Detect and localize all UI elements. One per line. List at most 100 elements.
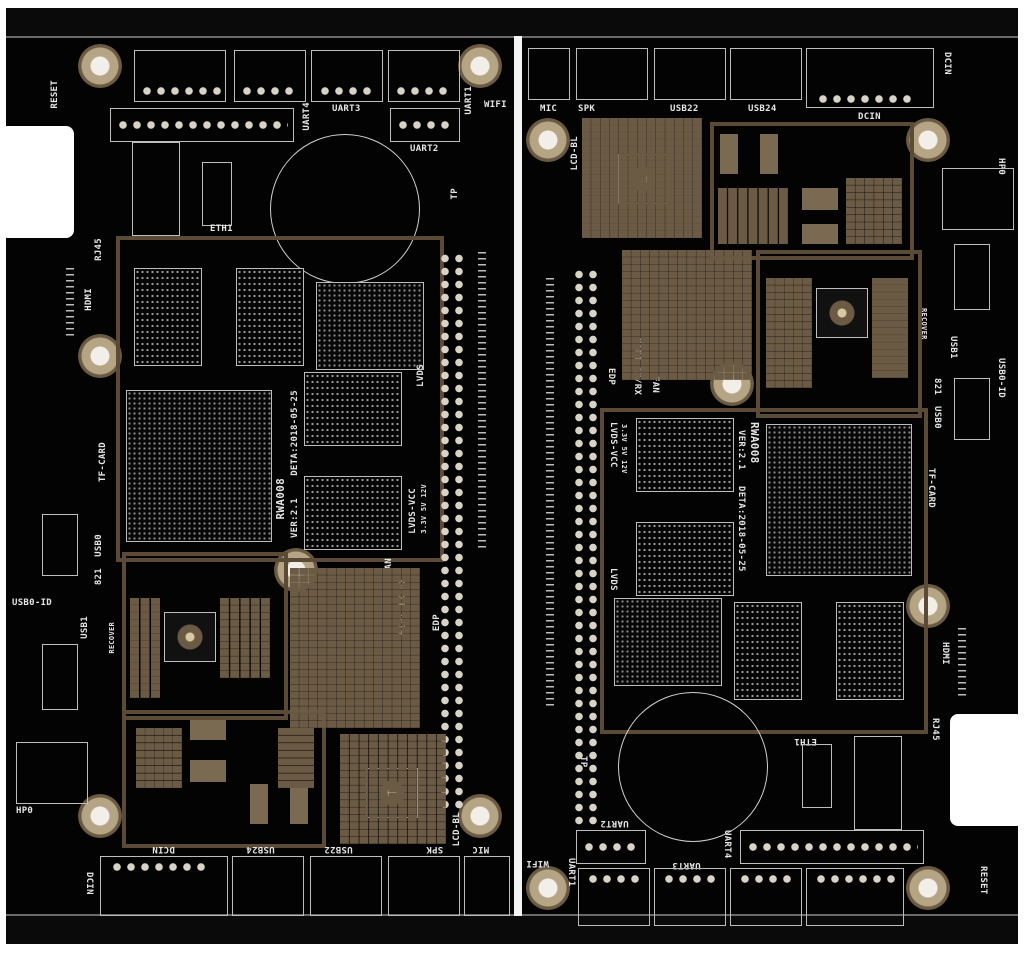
usb24-connector [730, 48, 802, 100]
label-uart1: UART1 [464, 86, 474, 115]
hp0-jack [16, 742, 88, 804]
label-lvds-voltage: 3.3V 5V 12V [420, 484, 428, 534]
inductor [190, 720, 226, 740]
lvds-header-pins [574, 268, 584, 828]
label-hp0: HP0 [16, 806, 34, 816]
label-dcin: DCIN [858, 112, 881, 122]
label-wifi: WIFI [484, 100, 507, 110]
label-dcin-side: DCIN [942, 52, 952, 75]
header-pins [586, 874, 642, 884]
label-821: 821 [932, 378, 942, 396]
mounting-hole [526, 118, 570, 162]
hp0-jack [942, 168, 1014, 230]
uart-connector [234, 50, 306, 102]
mounting-hole [78, 334, 122, 378]
label-usb24: USB24 [748, 104, 777, 114]
dram-chip [636, 522, 734, 596]
panel-rail-bottom [6, 914, 1018, 944]
uart3-connector [311, 50, 383, 102]
label-mic: MIC [540, 104, 558, 114]
label-uart4: UART4 [722, 830, 732, 859]
dcin-connector [100, 856, 228, 916]
gpio-header [740, 830, 924, 864]
label-lvds-vcc: LVDS-VCC [608, 422, 618, 468]
board-cutout [950, 714, 1024, 826]
label-usb0: USB0 [94, 534, 104, 557]
mounting-hole [78, 44, 122, 88]
uart3-connector [654, 868, 726, 926]
label-recover: RECOVER [920, 308, 928, 340]
label-reset: RESET [978, 866, 988, 895]
board-version: VER:2.1 [290, 498, 300, 539]
gpio-header [110, 108, 294, 142]
mounting-hole [458, 794, 502, 838]
lvds-fpc [546, 278, 554, 708]
label-spk: SPK [578, 104, 596, 114]
uart2-connector [576, 830, 646, 864]
label-usb0: USB0 [932, 406, 942, 429]
usb1-connector [954, 244, 990, 310]
label-mic: MIC [472, 844, 490, 854]
mic-connector [464, 856, 510, 916]
label-dcin-side: DCIN [84, 872, 94, 895]
dram-chip [134, 268, 202, 366]
label-spk: SPK [426, 844, 444, 854]
pcb-panel: RESET UART4 UART3 UART2 UART1 WIFI TP ET… [0, 8, 1024, 944]
inductor [802, 224, 838, 244]
label-usb0-id: USB0-ID [996, 358, 1006, 399]
header-pins [140, 86, 224, 96]
mounting-hole [78, 794, 122, 838]
inductor [190, 760, 226, 782]
header-pins [110, 862, 210, 872]
dram-chip [836, 602, 904, 700]
label-rj45: RJ45 [930, 718, 940, 741]
usb22-connector [310, 856, 382, 916]
emmc-chip [316, 282, 424, 370]
passive-array [220, 598, 270, 678]
header-pins [318, 86, 374, 96]
lvds-header-pins [588, 268, 598, 828]
label-wifi: WIFI [526, 858, 549, 868]
label-hp0: HP0 [996, 158, 1006, 176]
label-lcd-bl: LCD-BL [452, 812, 462, 847]
board-cutout [0, 126, 74, 238]
routing-slot [514, 36, 522, 916]
label-usb24: USB24 [246, 844, 275, 854]
label-edp: EDP [432, 614, 442, 632]
usb24-connector [232, 856, 304, 916]
label-recover: RECOVER [108, 622, 116, 654]
dcdc-region [122, 710, 326, 848]
label-uart2: UART2 [410, 144, 439, 154]
rtc-battery-holder [618, 692, 768, 842]
label-tp: TP [450, 188, 460, 200]
label-edp: EDP [606, 368, 616, 386]
label-lvds-vcc: LVDS-VCC [408, 488, 418, 534]
label-usb22: USB22 [670, 104, 699, 114]
usb0-connector [954, 378, 990, 440]
uart4-connector [806, 868, 904, 926]
label-dcin: DCIN [152, 844, 175, 854]
label-fan: FAN [650, 376, 660, 394]
label-lvds: LVDS [608, 568, 618, 591]
label-tf-card: TF-CARD [926, 468, 936, 509]
uart1-connector [388, 50, 460, 102]
board-date: DETA:2018-05-25 [290, 390, 300, 476]
soc-bga [126, 390, 272, 542]
label-usb1: USB1 [80, 616, 90, 639]
hdmi-pads [66, 268, 74, 338]
label-lvds: LVDS [416, 364, 426, 387]
pmic-chip [164, 612, 216, 662]
spk-connector [576, 48, 648, 100]
passive-array [582, 118, 702, 238]
label-rj45: RJ45 [94, 238, 104, 261]
dcin-connector [806, 48, 934, 108]
panel-rail-top [6, 8, 1018, 38]
passive-array [278, 728, 314, 788]
soc-bga [766, 424, 912, 576]
pmic-region [122, 552, 288, 720]
header-pins [738, 874, 794, 884]
dram-chip [734, 602, 802, 700]
header-pins [582, 842, 638, 852]
mounting-hole [458, 44, 502, 88]
header-pins [394, 86, 450, 96]
